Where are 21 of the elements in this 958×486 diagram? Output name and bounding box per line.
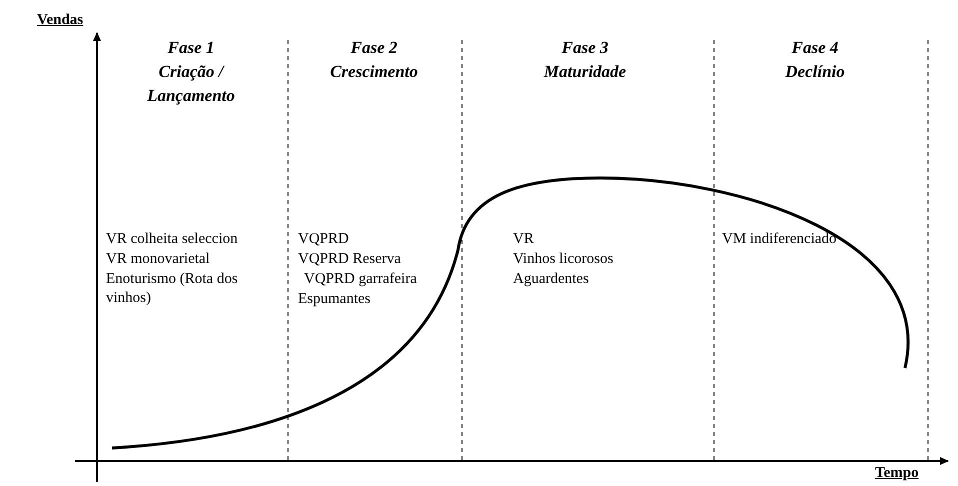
product-name: VQPRD garrafeira: [304, 270, 417, 289]
product-name: Enoturismo (Rota dos vinhos): [106, 270, 239, 308]
product-name: VR monovarietal: [106, 250, 210, 269]
product-name: VR: [513, 230, 534, 249]
product-name: VQPRD Reserva: [298, 250, 401, 269]
phase-name: Criação / Lançamento: [146, 61, 236, 107]
phase-number: Fase 2: [350, 37, 398, 59]
phase-number: Fase 1: [166, 37, 216, 59]
product-name: VQPRD: [298, 230, 349, 249]
phase-number: Fase 4: [790, 37, 840, 59]
product-name: VR colheita seleccion: [106, 230, 238, 249]
product-name: Vinhos licorosos: [513, 250, 614, 269]
product-name: VM indiferenciado: [722, 230, 837, 249]
phase-name: Crescimento: [329, 61, 419, 83]
axis-title: Vendas: [37, 11, 84, 30]
phase-number: Fase 3: [560, 37, 610, 59]
product-name: Aguardentes: [513, 270, 589, 289]
product-name: Espumantes: [298, 290, 370, 309]
axis-title: Tempo: [875, 464, 919, 483]
phase-name: Maturidade: [542, 61, 628, 83]
phase-name: Declínio: [784, 61, 846, 83]
